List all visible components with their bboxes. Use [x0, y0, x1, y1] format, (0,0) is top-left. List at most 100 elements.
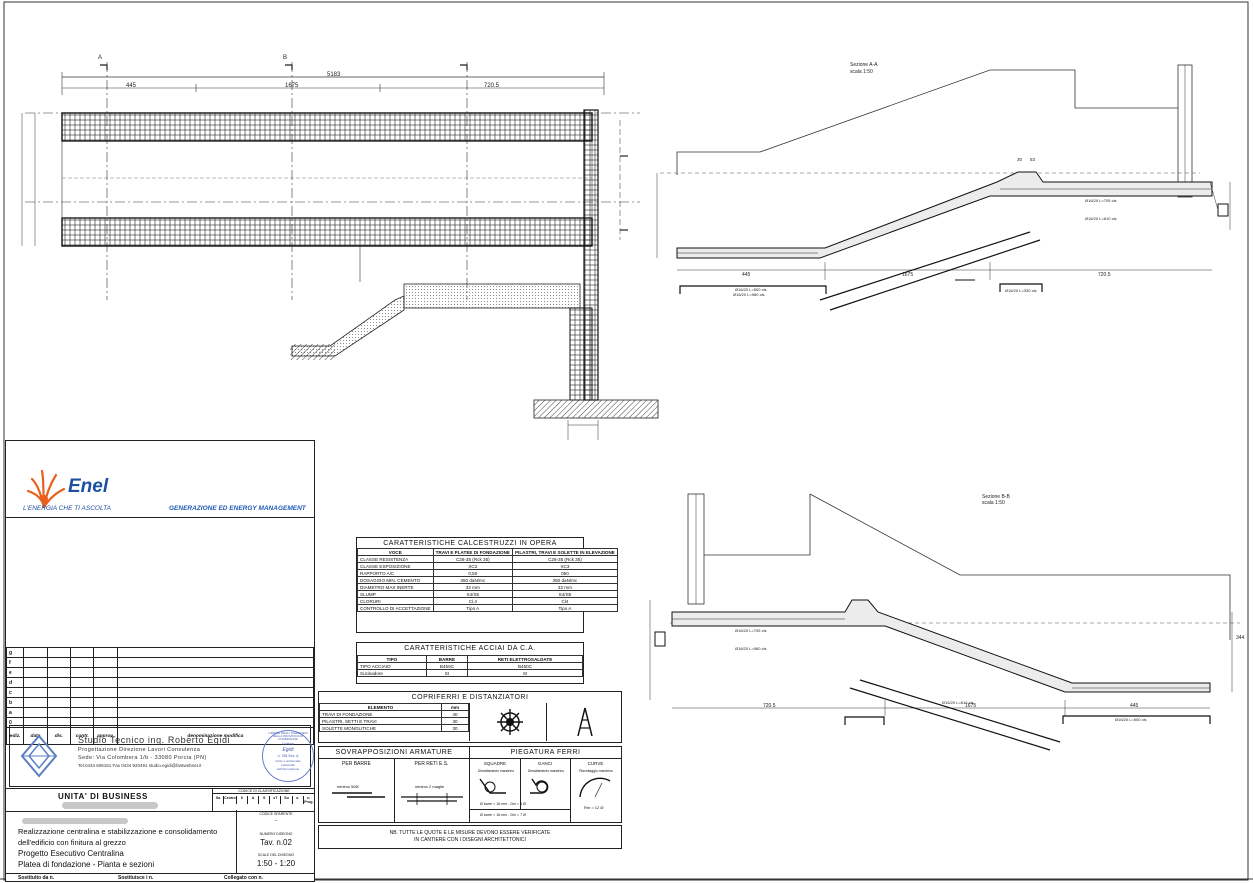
- stamp-line: Dottore: [282, 742, 294, 746]
- enel-logo-icon: [26, 469, 66, 509]
- revision-cell: [116, 677, 315, 688]
- revision-index: c: [5, 687, 25, 698]
- revision-row: c: [5, 687, 315, 698]
- sheet-info: CODICE SPARENTE - NUMERO DISEGNO Tav. n.…: [236, 810, 315, 873]
- revision-cell: [46, 667, 72, 678]
- section-b-dim-2: 1675: [965, 703, 977, 709]
- drawing-number-label: NUMERO DISEGNO: [259, 832, 293, 836]
- bend-curves-label: CURVE: [587, 761, 604, 766]
- bend-squares-label: SQUADRE: [483, 761, 507, 766]
- revision-cell: [23, 647, 48, 658]
- calcestruzzi-header: VOCE: [357, 548, 434, 556]
- code-column: 0: [237, 796, 248, 804]
- revision-cell: [23, 657, 48, 668]
- section-a-scale: scala 1:50: [850, 69, 873, 75]
- revision-cell: [70, 677, 95, 688]
- revision-index: a: [5, 707, 25, 718]
- calcestruzzi-cell: DOSAGGIO MIN. CEMENTO: [357, 576, 434, 584]
- acciai-cell: SI: [425, 669, 469, 677]
- section-b-bar-1: Ø16/20 L=705 cls: [735, 628, 767, 633]
- revision-cell: [93, 697, 118, 708]
- revision-cell: [70, 697, 95, 708]
- copriferri-cell: TRAVI DI FONDAZIONE: [318, 710, 443, 718]
- engineer-stamp: ORDINE DEGLI INGEGNERI DELLA PROVINCIA D…: [262, 730, 314, 782]
- revision-index: d: [5, 677, 25, 688]
- stamp-line: Egidi: [282, 747, 294, 753]
- acciai-header: TIPO: [357, 655, 427, 663]
- general-note: NB. TUTTE LE QUOTE E LE MISURE DEVONO ES…: [318, 825, 622, 849]
- bend-diagrams: [479, 777, 611, 798]
- footer-replaced-by: Sostituito da n.: [18, 875, 55, 881]
- revision-header: approv.: [93, 727, 118, 745]
- studio-name: Studio Tecnico ing. Roberto Egidi: [78, 735, 231, 745]
- description-block: Realizzazione centralina e stabilizzazio…: [6, 810, 236, 873]
- studio-address: Sede: Via Colombera 1/b - 33080 Porcia (…: [78, 755, 207, 761]
- footer-replaces: Sostituisce i n.: [118, 875, 154, 881]
- bend-formula-small: Ø barre < 16 mm - Dm = 4 Ø: [480, 802, 526, 806]
- section-a-bar-5: Ø16/20 L=330 cls: [1005, 288, 1037, 293]
- code-column: o.: [293, 796, 304, 804]
- calcestruzzi-panel: CARATTERISTICHE CALCESTRUZZI IN OPERA VO…: [356, 537, 618, 633]
- section-b-bar-3: Ø16/20 L=500 cls: [1115, 717, 1147, 722]
- spacer-icons: [469, 703, 622, 741]
- section-a-bar-4: Ø16/20 L=810 cls: [1085, 216, 1117, 221]
- copriferri-header: mm: [441, 703, 469, 711]
- calcestruzzi-cell: 32 mm: [511, 583, 618, 591]
- sheet-code-value: -: [275, 818, 277, 824]
- sheet-frame: [3, 1, 1249, 881]
- section-b-title: Sezione B-B: [982, 494, 1010, 500]
- studio-block: Studio Tecnico ing. Roberto Egidi Proget…: [9, 725, 314, 787]
- code-column: Sa: [213, 796, 225, 804]
- bend-note: Dimattamento mandrino: [477, 769, 515, 773]
- calcestruzzi-cell: CLORURI: [357, 597, 434, 605]
- stamp-line: Industriale: [281, 763, 295, 767]
- revision-row: e: [5, 667, 315, 678]
- stamp-line: n. 768 Sez. A: [277, 754, 299, 758]
- section-a-title: Sezione A-A: [850, 62, 878, 68]
- drawing-scale: 1:50 - 1:20: [256, 859, 296, 868]
- sovrapposizioni-title: SOVRAPPOSIZIONI ARMATURE: [335, 749, 453, 756]
- revision-cell: [93, 677, 118, 688]
- sheet-code-label: CODICE SPARENTE: [259, 812, 293, 816]
- revision-cell: [70, 687, 95, 698]
- section-b-bar-4: Ø16/20 L=810 cls: [942, 700, 974, 705]
- revision-cell: [46, 657, 72, 668]
- revision-cell: [23, 667, 48, 678]
- section-a-dim-1: 445: [742, 272, 751, 278]
- calcestruzzi-cell: SLUMP: [357, 590, 434, 598]
- code-label: CODICE DI CLASSIFICAZIONE: [213, 789, 315, 794]
- calcestruzzi-header: PILASTRI, TRAVI E SOLETTE IN ELEVAZIONE: [511, 548, 618, 556]
- section-b-scale: scala 1:50: [982, 500, 1005, 506]
- revision-index: g: [5, 647, 25, 658]
- calcestruzzi-title: CARATTERISTICHE CALCESTRUZZI IN OPERA: [383, 540, 557, 547]
- revision-cell: [93, 647, 118, 658]
- calcestruzzi-cell: 050: [511, 569, 618, 577]
- plan-dim-1: 445: [126, 83, 137, 89]
- stamp-line: dell'informazione: [276, 767, 300, 771]
- revision-row: a: [5, 707, 315, 718]
- code-column: S: [259, 796, 271, 804]
- revision-cell: [116, 667, 315, 678]
- revision-row: b: [5, 697, 315, 708]
- company-name: Enel: [68, 476, 109, 497]
- studio-logo-icon: [20, 734, 58, 778]
- section-b-view: [649, 493, 1240, 751]
- revision-cell: [23, 697, 48, 708]
- revision-cell: [93, 657, 118, 668]
- section-a-bar-1: Ø16/20 L=500 cls: [735, 287, 767, 292]
- piegatura-panel: PIEGATURA FERRI SQUADRE GANCI CURVE Dima…: [469, 746, 622, 823]
- revision-cell: [46, 707, 72, 718]
- acciai-cell: B450C: [467, 662, 583, 670]
- business-unit-row: UNITA' DI BUSINESS CODICE DI CLASSIFICAZ…: [6, 788, 315, 812]
- section-a-dim-4: 30: [1017, 157, 1023, 162]
- footer-linked-to: Collegato con n.: [224, 875, 263, 881]
